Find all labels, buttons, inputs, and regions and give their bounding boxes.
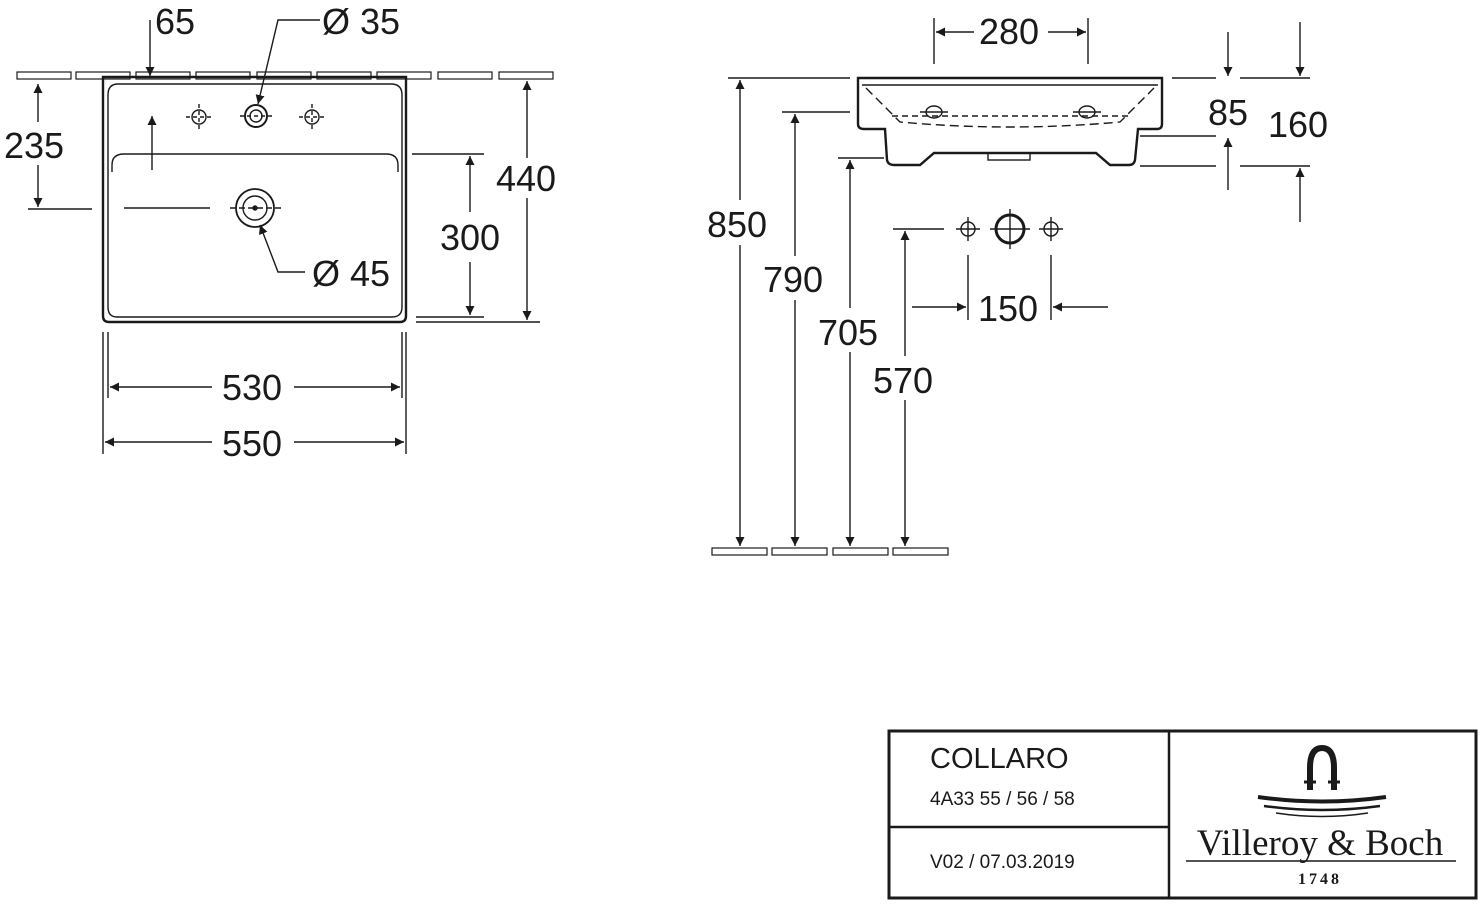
leader-waste: [259, 224, 305, 273]
side-hole-left-icon: [920, 105, 948, 119]
dim-label-440: 440: [496, 158, 556, 199]
leader-tap-hole: [255, 19, 320, 105]
side-view-labels: 280 85 160 850 790 705 570 150: [707, 11, 1328, 401]
tap-hole-right-icon: [299, 104, 325, 130]
product-name: COLLARO: [930, 743, 1069, 775]
dim-label-160: 160: [1268, 104, 1328, 145]
drain-outlet: [987, 152, 1031, 161]
title-block-frame: [887, 729, 1478, 900]
dim-label-65: 65: [155, 1, 195, 42]
floor-line: [711, 547, 949, 556]
bowl-edge: [111, 153, 399, 172]
dim-label-300: 300: [440, 217, 500, 258]
tap-hole-pattern-center-icon: [990, 209, 1030, 249]
dim-label-570: 570: [873, 360, 933, 401]
dim-label-705: 705: [818, 312, 878, 353]
dim-label-235: 235: [4, 125, 64, 166]
article-numbers: 4A33 55 / 56 / 58: [930, 789, 1075, 810]
dim-label-530: 530: [222, 367, 282, 408]
villeroy-boch-logo: Villeroy & Boch 1748: [1186, 744, 1456, 888]
basin-inner-outline: [107, 83, 403, 318]
brand-name: Villeroy & Boch: [1197, 823, 1444, 864]
tap-hole-left-icon: [186, 104, 212, 130]
title-block: COLLARO 4A33 55 / 56 / 58 V02 / 07.03.20…: [887, 729, 1478, 900]
dim-label-790: 790: [763, 259, 823, 300]
faucet-logo-icon: [1257, 744, 1387, 818]
brand-year: 1748: [1298, 871, 1342, 888]
tap-hole-center-icon: [240, 104, 272, 128]
side-view: [711, 18, 1310, 556]
dim-label-tap-hole: Ø 35: [322, 1, 400, 42]
dim-label-85: 85: [1208, 92, 1248, 133]
basin-profile: [856, 76, 1164, 167]
top-view-labels: 65 Ø 35 Ø 45 235 300 440 530 550: [4, 1, 556, 464]
waste-drain-icon: [124, 188, 282, 228]
top-view: [16, 19, 554, 454]
side-hole-right-icon: [1073, 105, 1101, 119]
tap-hole-pattern-left-icon: [956, 217, 980, 241]
basin-outline: [101, 75, 408, 324]
dim-label-waste-hole: Ø 45: [312, 253, 390, 294]
wall-line: [16, 71, 554, 80]
dim-label-150: 150: [978, 288, 1038, 329]
dim-label-550: 550: [222, 423, 282, 464]
bowl-hidden-line: [865, 87, 1155, 128]
dim-label-850: 850: [707, 204, 767, 245]
dim-label-280: 280: [979, 11, 1039, 52]
tap-hole-pattern-right-icon: [1039, 217, 1063, 241]
version-date: V02 / 07.03.2019: [930, 852, 1075, 873]
